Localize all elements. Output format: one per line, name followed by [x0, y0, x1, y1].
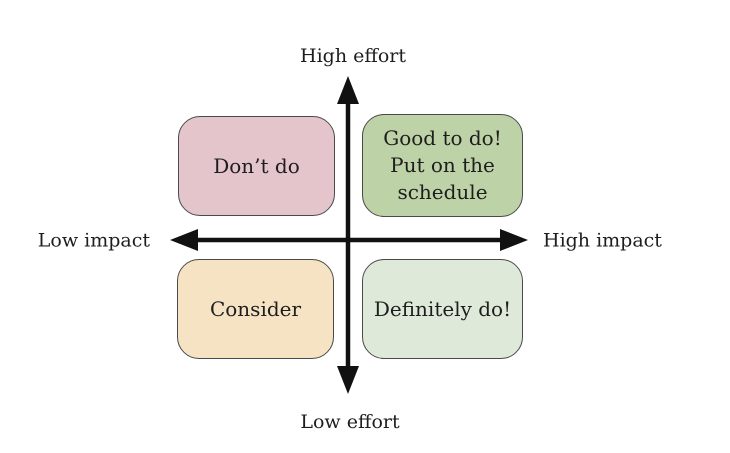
x-axis-right-arrowhead [500, 229, 528, 251]
x-axis-left-label: Low impact [37, 229, 150, 252]
x-axis-right-label: High impact [543, 229, 662, 252]
quadrant-label: Consider [209, 296, 302, 321]
quadrant-label: Good to do! Put on the schedule [383, 126, 502, 204]
quadrant-label: Don’t do [213, 153, 300, 178]
quadrant-dont-do: Don’t do [178, 116, 335, 216]
quadrant-label: Definitely do! [373, 296, 512, 321]
y-axis-top-label: High effort [300, 45, 406, 67]
quadrant-definitely-do: Definitely do! [362, 259, 523, 359]
y-axis-bottom-label: Low effort [300, 411, 400, 433]
y-axis-bottom-arrowhead [337, 366, 359, 394]
y-axis-top-arrowhead [337, 76, 359, 104]
x-axis-left-arrowhead [170, 229, 198, 251]
quadrant-good-to-do: Good to do! Put on the schedule [362, 114, 523, 217]
quadrant-consider: Consider [177, 259, 334, 359]
